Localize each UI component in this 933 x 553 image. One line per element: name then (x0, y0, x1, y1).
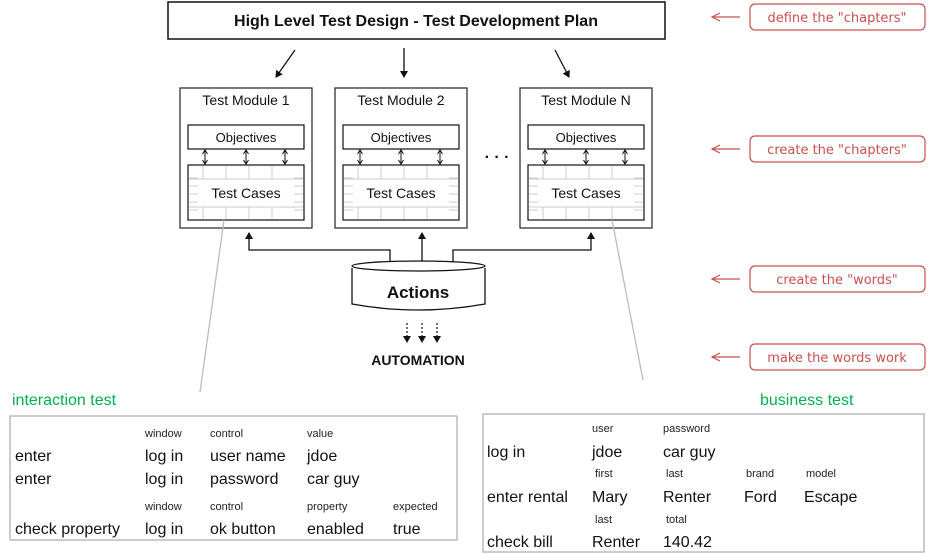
test-cases-grid (187, 164, 305, 221)
double-arrow-icon (202, 149, 208, 165)
header-cell: last (666, 468, 683, 480)
header-cell: control (210, 428, 243, 440)
double-arrow-icon (282, 149, 288, 165)
table-cell: log in (487, 444, 525, 461)
objectives-label: Objectives (216, 130, 277, 145)
module-title: Test Module 1 (202, 92, 289, 108)
objectives-box (342, 124, 460, 150)
callout-line-business (611, 219, 644, 381)
table-cell: log in (145, 448, 183, 465)
table-cell: password (210, 471, 278, 488)
table-cell: car guy (307, 471, 359, 488)
actions-cylinder: Actions (351, 260, 486, 311)
title-box: High Level Test Design - Test Developmen… (167, 1, 666, 40)
table-cell: enter (15, 471, 52, 488)
header-cell: last (595, 514, 612, 526)
header-cell: expected (393, 501, 438, 513)
table-cell: jdoe (591, 444, 622, 461)
header-cell: control (210, 501, 243, 513)
action-connectors (245, 232, 595, 264)
interaction-test-table: window control value window control prop… (9, 415, 458, 541)
table-cell: log in (145, 471, 183, 488)
table-cell: user name (210, 448, 286, 465)
double-arrow-icon (542, 149, 548, 165)
test-cases-label: Test Cases (211, 185, 280, 201)
header-cell: property (307, 501, 348, 513)
table-cell: Mary (592, 489, 628, 506)
objectives-label: Objectives (556, 130, 617, 145)
automation-arrows (403, 323, 441, 343)
objectives-box (187, 124, 305, 150)
annotation-note-4: make the words work (712, 343, 926, 371)
header-cell: total (666, 514, 687, 526)
note-text: make the words work (767, 351, 907, 366)
double-arrow-icon (398, 149, 404, 165)
diagram-title: High Level Test Design - Test Developmen… (234, 13, 598, 30)
table-cell: Renter (663, 489, 712, 506)
business-test-table: user password first last brand model las… (482, 413, 925, 553)
header-cell: window (144, 501, 182, 513)
ellipsis: · · · (485, 149, 510, 166)
double-arrow-icon (357, 149, 363, 165)
header-cell: first (595, 468, 613, 480)
table-cell: check property (15, 521, 120, 538)
table-cell: Ford (744, 489, 777, 506)
header-cell: user (592, 423, 614, 435)
module-title: Test Module N (541, 92, 630, 108)
note-text: define the "chapters" (767, 11, 906, 26)
double-arrow-icon (583, 149, 589, 165)
header-cell: value (307, 428, 333, 440)
table-cell: Escape (804, 489, 857, 506)
table-cell: jdoe (306, 448, 337, 465)
objectives-label: Objectives (371, 130, 432, 145)
arrow-to-module-1 (275, 49, 296, 78)
arrow-to-module-n (554, 49, 570, 78)
table-cell: enter rental (487, 489, 568, 506)
header-cell: model (806, 468, 836, 480)
table-cell: ok button (210, 521, 276, 538)
table-cell: car guy (663, 444, 715, 461)
table-cell: Renter (592, 534, 641, 551)
table-cell: true (393, 521, 421, 538)
note-text: create the "words" (776, 273, 898, 288)
interaction-test-label: interaction test (12, 392, 117, 409)
double-arrow-icon (437, 149, 443, 165)
double-arrow-icon (243, 149, 249, 165)
table-cell: enter (15, 448, 52, 465)
annotation-note-3: create the "words" (712, 265, 926, 293)
actions-label: Actions (387, 283, 449, 302)
callout-line-interaction (199, 219, 225, 393)
table-cell: 140.42 (663, 534, 712, 551)
header-cell: brand (746, 468, 774, 480)
objectives-box (527, 124, 645, 150)
table-cell: check bill (487, 534, 553, 551)
note-text: create the "chapters" (767, 143, 907, 158)
table-cell: log in (145, 521, 183, 538)
automation-label: AUTOMATION (371, 352, 465, 368)
header-cell: password (663, 423, 710, 435)
test-cases-label: Test Cases (551, 185, 620, 201)
test-cases-grid (342, 164, 460, 221)
header-cell: window (144, 428, 182, 440)
test-cases-grid (527, 164, 645, 221)
annotation-note-2: create the "chapters" (712, 135, 926, 163)
business-test-label: business test (760, 392, 854, 409)
annotation-note-1: define the "chapters" (712, 3, 926, 31)
double-arrow-icon (622, 149, 628, 165)
test-cases-label: Test Cases (366, 185, 435, 201)
module-title: Test Module 2 (357, 92, 444, 108)
table-cell: enabled (307, 521, 364, 538)
